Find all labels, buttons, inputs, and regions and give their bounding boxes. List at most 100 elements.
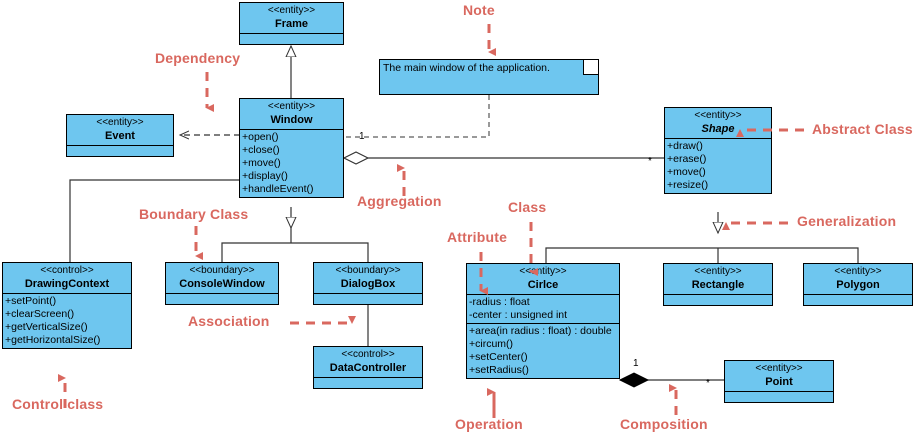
annotation-label-boundary-class: Boundary Class [139, 206, 249, 222]
class-member: +move() [667, 166, 706, 178]
class-attributes-event [67, 145, 173, 156]
class-stereotype: <<entity>> [755, 363, 803, 374]
annotation-label-attribute: Attribute [447, 229, 508, 245]
class-header-consolewindow: <<boundary>> ConsoleWindow [166, 263, 278, 293]
class-name: ConsoleWindow [179, 278, 265, 290]
class-box-drawingcontext[interactable]: <<control>> DrawingContext +setPoint() +… [2, 262, 132, 349]
class-box-circle[interactable]: <<entity>> Cirlce -radius : float -cente… [466, 263, 620, 379]
annotation-label-operation: Operation [455, 416, 523, 432]
class-attributes-consolewindow [166, 293, 278, 304]
class-member: +circum() [469, 338, 514, 350]
class-box-frame[interactable]: <<entity>> Frame [239, 2, 344, 45]
class-member: +handleEvent() [242, 183, 314, 195]
class-member: +getHorizontalSize() [5, 334, 101, 346]
class-name: DialogBox [340, 278, 396, 290]
class-header-frame: <<entity>> Frame [240, 3, 343, 33]
class-attributes-circle: -radius : float -center : unsigned int [467, 294, 619, 323]
class-stereotype: <<boundary>> [335, 265, 401, 276]
multiplicity-window: 1 [359, 131, 365, 142]
class-member: +close() [242, 144, 280, 156]
class-member: -radius : float [469, 296, 530, 308]
class-header-point: <<entity>> Point [725, 361, 833, 391]
multiplicity-shape: * [648, 156, 652, 167]
class-attributes-polygon [804, 294, 912, 305]
aggregation-diamond [342, 151, 370, 165]
class-member: +open() [242, 131, 279, 143]
class-box-rectangle[interactable]: <<entity>> Rectangle [663, 263, 773, 306]
note-anchor-line [345, 95, 490, 138]
note-fold-corner [583, 60, 598, 75]
class-name: Window [270, 114, 313, 126]
class-header-rectangle: <<entity>> Rectangle [664, 264, 772, 294]
class-header-window: <<entity>> Window [240, 99, 343, 129]
class-attributes-frame [240, 33, 343, 44]
class-member: +display() [242, 170, 288, 182]
annotation-label-dependency: Dependency [155, 50, 241, 66]
class-name: Event [105, 130, 135, 142]
annotation-label-abstract-class: Abstract Class [812, 121, 913, 137]
annotation-label-note: Note [463, 2, 495, 18]
class-name: DrawingContext [24, 278, 110, 290]
class-stereotype: <<entity>> [96, 117, 144, 128]
class-stereotype: <<entity>> [694, 266, 742, 277]
class-operations-shape: +draw() +erase() +move() +resize() [665, 138, 771, 193]
class-name: Cirlce [527, 279, 559, 291]
class-box-shape[interactable]: <<entity>> Shape +draw() +erase() +move(… [664, 107, 772, 194]
class-member: +setCenter() [469, 351, 528, 363]
class-member: +erase() [667, 153, 707, 165]
class-box-dialogbox[interactable]: <<boundary>> DialogBox [313, 262, 423, 305]
class-stereotype: <<entity>> [267, 101, 316, 112]
association-window-drawingcontext [69, 179, 240, 262]
note-text: The main window of the application. [383, 62, 550, 74]
class-attributes-datacontroller [314, 377, 422, 388]
class-name: DataController [329, 362, 407, 374]
class-stereotype: <<boundary>> [189, 265, 255, 276]
generalization-shape-branch [545, 247, 859, 263]
class-member: +getVerticalSize() [5, 321, 88, 333]
class-stereotype: <<entity>> [267, 5, 316, 16]
class-member: +area(in radius : float) : double [469, 325, 612, 337]
class-stereotype: <<entity>> [834, 266, 882, 277]
annotation-label-generalization: Generalization [797, 213, 897, 229]
class-member: -center : unsigned int [469, 309, 568, 321]
class-member: +setPoint() [5, 295, 57, 307]
annotation-label-control-class: Control class [12, 396, 104, 412]
class-operations-window: +open() +close() +move() +display() +han… [240, 129, 343, 197]
class-stereotype: <<control>> [40, 265, 94, 276]
annotation-label-association: Association [188, 313, 270, 329]
class-name: Shape [701, 123, 735, 135]
composition-diamond [618, 372, 650, 388]
class-attributes-rectangle [664, 294, 772, 305]
class-box-point[interactable]: <<entity>> Point [724, 360, 834, 403]
class-header-dialogbox: <<boundary>> DialogBox [314, 263, 422, 293]
multiplicity-point: * [706, 378, 710, 389]
class-header-shape: <<entity>> Shape [665, 108, 771, 138]
class-stereotype: <<control>> [341, 349, 395, 360]
class-box-event[interactable]: <<entity>> Event [66, 114, 174, 157]
class-member: +move() [242, 157, 281, 169]
class-header-event: <<entity>> Event [67, 115, 173, 145]
class-member: +setRadius() [469, 364, 529, 376]
class-box-datacontroller[interactable]: <<control>> DataController [313, 346, 423, 389]
class-name: Rectangle [691, 279, 745, 291]
class-attributes-dialogbox [314, 293, 422, 304]
class-name: Polygon [836, 279, 880, 291]
class-operations-drawingcontext: +setPoint() +clearScreen() +getVerticalS… [3, 293, 131, 348]
note-box[interactable]: The main window of the application. [379, 59, 599, 95]
class-name: Point [765, 376, 793, 388]
class-member: +resize() [667, 179, 709, 191]
class-box-window[interactable]: <<entity>> Window +open() +close() +move… [239, 98, 344, 198]
class-box-consolewindow[interactable]: <<boundary>> ConsoleWindow [165, 262, 279, 305]
annotation-label-composition: Composition [620, 416, 708, 432]
class-header-drawingcontext: <<control>> DrawingContext [3, 263, 131, 293]
multiplicity-circle: 1 [633, 358, 639, 369]
generalization-boundary-branch [221, 242, 369, 262]
annotation-label-aggregation: Aggregation [357, 193, 442, 209]
class-member: +draw() [667, 140, 703, 152]
class-stereotype: <<entity>> [519, 266, 567, 277]
class-operations-circle: +area(in radius : float) : double +circu… [467, 323, 619, 378]
class-box-polygon[interactable]: <<entity>> Polygon [803, 263, 913, 306]
